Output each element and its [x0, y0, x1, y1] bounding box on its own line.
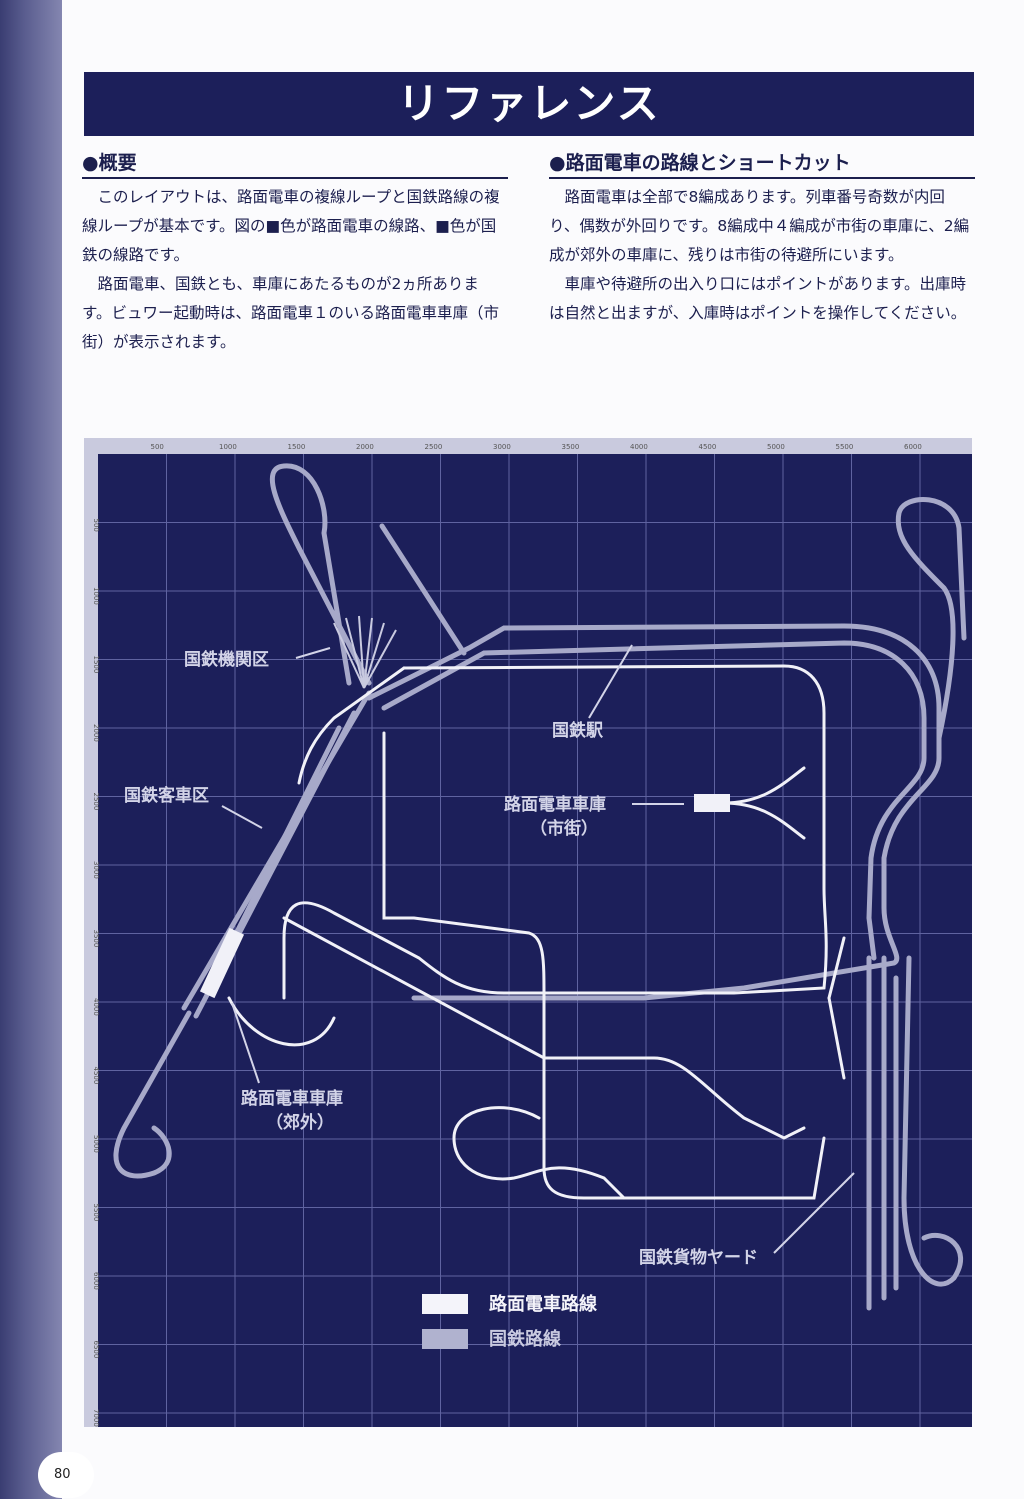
- map-labels: 国鉄機関区 国鉄駅 国鉄客車区 路面電車車庫 （市街） 路面電車車庫 （郊外） …: [124, 649, 758, 1267]
- side-color-bar: [0, 0, 62, 1499]
- ruler-left-label: 6500: [92, 1341, 100, 1359]
- arrow-tram-depot-suburb: [231, 1002, 260, 1084]
- ruler-left-label: 2000: [92, 724, 100, 742]
- title-banner: リファレンス: [84, 72, 974, 136]
- arrow-jnr-depot: [295, 647, 331, 659]
- jnr-right-upper-loop: [895, 497, 967, 741]
- overview-paragraph-2: 路面電車、国鉄とも、車庫にあたるものが2ヵ所あります。ビュワー起動時は、路面電車…: [82, 275, 499, 351]
- label-tram-depot-suburb-2: （郊外）: [266, 1112, 334, 1132]
- ruler-top-label: 5500: [836, 443, 854, 451]
- overview-paragraph-1: このレイアウトは、路面電車の複線ループと国鉄路線の複線ループが基本です。図の■色…: [82, 188, 500, 264]
- overview-section: ●概要 このレイアウトは、路面電車の複線ループと国鉄路線の複線ループが基本です。…: [82, 148, 508, 357]
- tram-loop-inner: [382, 731, 826, 1200]
- jnr-inner-loop: [381, 640, 927, 961]
- label-tram-depot-city-1: 路面電車車庫: [504, 794, 606, 814]
- label-jnr-freight-yard: 国鉄貨物ヤード: [639, 1247, 758, 1267]
- legend-tram-swatch: [422, 1294, 468, 1314]
- ruler-left-label: 3000: [92, 861, 100, 879]
- map-legend: 路面電車路線 国鉄路線: [422, 1293, 597, 1349]
- tram-depot-suburb-building: [199, 927, 245, 999]
- ruler-top-label: 1000: [219, 443, 237, 451]
- label-jnr-station: 国鉄駅: [552, 720, 604, 740]
- label-tram-depot-suburb-1: 路面電車車庫: [241, 1088, 343, 1108]
- tram-city-depot-siding-2: [722, 801, 806, 840]
- ruler-top-label: 1500: [288, 443, 306, 451]
- tram-diagonal-main: [297, 666, 406, 785]
- ruler-left-label: 3500: [92, 930, 100, 948]
- ruler-top-label: 6000: [904, 443, 922, 451]
- arrow-jnr-station: [588, 644, 633, 719]
- ruler-left-label: 6000: [92, 1272, 100, 1290]
- arrow-jnr-coach-yard: [221, 805, 263, 829]
- ruler-top-labels: 500 1000 1500 2000 2500 3000 3500 4000 4500 5000 5…: [151, 443, 922, 451]
- routes-section: ●路面電車の路線とショートカット 路面電車は全部で8編成あります。列車番号奇数が…: [549, 148, 975, 328]
- depot-fan-track: [333, 622, 365, 689]
- routes-paragraph-1: 路面電車は全部で8編成あります。列車番号奇数が内回り、偶数が外回りです。8編成中…: [549, 188, 970, 264]
- ruler-top-label: 5000: [767, 443, 785, 451]
- ruler-left-label: 500: [92, 519, 100, 532]
- legend-tram-label: 路面電車路線: [489, 1293, 597, 1314]
- ruler-top-label: 3000: [493, 443, 511, 451]
- ruler-top-label: 2000: [356, 443, 374, 451]
- routes-paragraph-2: 車庫や待避所の出入り口にはポイントがあります。出庫時は自然と出ますが、入庫時はポ…: [549, 275, 967, 322]
- ruler-left-labels: 500 1000 1500 2000 2500 3000 3500 4000 4500 5000 5…: [92, 519, 100, 1427]
- ruler-top-label: 3500: [562, 443, 580, 451]
- ruler-left-label: 4000: [92, 998, 100, 1016]
- tram-loop-outer: [282, 664, 828, 1000]
- ruler-top-label: 500: [151, 443, 164, 451]
- ruler-left-label: 2500: [92, 793, 100, 811]
- ruler-left-label: 4500: [92, 1067, 100, 1085]
- ruler-top-label: 4500: [699, 443, 717, 451]
- depot-fan-track: [363, 629, 397, 689]
- ruler-left-label: 7000: [92, 1409, 100, 1427]
- depot-fan-track: [363, 617, 373, 689]
- page-number: 80: [38, 1452, 94, 1498]
- label-arrows: [221, 644, 855, 1254]
- ruler-left-label: 1500: [92, 656, 100, 674]
- map-grid: [98, 454, 972, 1427]
- arrow-jnr-freight-yard: [773, 1172, 855, 1254]
- depot-fan-track: [345, 617, 365, 689]
- layout-map: 500 1000 1500 2000 2500 3000 3500 4000 4500 5000 5…: [84, 438, 972, 1427]
- label-jnr-depot: 国鉄機関区: [184, 649, 269, 669]
- ruler-top: [84, 438, 972, 454]
- jnr-lower-left-loop: [113, 1010, 192, 1179]
- tram-tracks: [227, 664, 846, 1200]
- page-title: リファレンス: [397, 79, 661, 128]
- jnr-depot-fan: [333, 615, 397, 689]
- tram-short-spur-2: [827, 936, 846, 1000]
- ruler-left: [84, 438, 98, 1427]
- tram-depot-city-building: [694, 794, 730, 812]
- legend-jnr-swatch: [422, 1329, 468, 1349]
- tram-suburb-depot-link: [227, 996, 336, 1047]
- jnr-outer-loop: [366, 623, 942, 1001]
- jnr-diagonal-spur: [379, 523, 467, 656]
- ruler-left-label: 1000: [92, 587, 100, 605]
- label-jnr-coach-yard: 国鉄客車区: [124, 785, 209, 805]
- overview-heading: ●概要: [82, 148, 508, 179]
- ruler-top-label: 2500: [425, 443, 443, 451]
- tram-short-spur: [827, 996, 846, 1080]
- routes-heading: ●路面電車の路線とショートカット: [549, 148, 975, 179]
- ruler-left-label: 5500: [92, 1204, 100, 1222]
- tram-lower-loop: [452, 1106, 626, 1200]
- label-tram-depot-city-2: （市街）: [530, 818, 598, 838]
- ruler-left-label: 5000: [92, 1135, 100, 1153]
- legend-jnr-label: 国鉄路線: [489, 1328, 561, 1349]
- depot-fan-track: [358, 615, 365, 689]
- jnr-upper-left-loop: [269, 463, 372, 686]
- depot-fan-track: [363, 622, 385, 689]
- tram-diagonal-link: [282, 916, 806, 1140]
- ruler-top-label: 4000: [630, 443, 648, 451]
- jnr-right-down: [901, 955, 963, 1287]
